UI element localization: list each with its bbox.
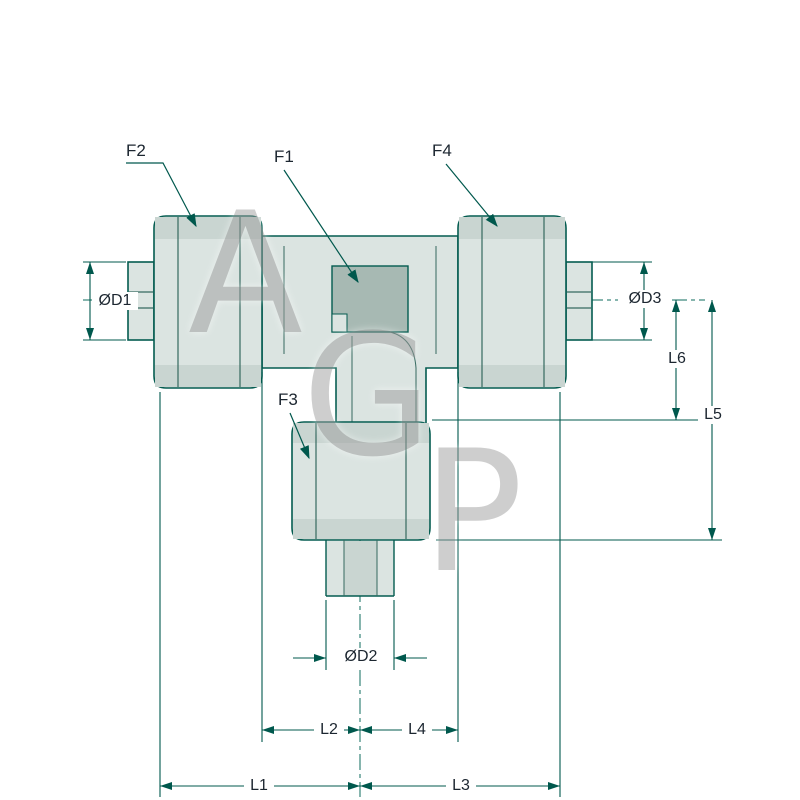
left-port-nut	[127, 215, 263, 389]
dim-od1	[83, 261, 126, 341]
dim-l1-l3	[159, 392, 561, 797]
label-l6: L6	[662, 350, 692, 368]
leader-lines	[126, 162, 498, 460]
tube-stub	[325, 540, 395, 597]
label-f4: F4	[432, 141, 452, 160]
label-f1: F1	[274, 147, 294, 166]
right-port-nut	[457, 215, 593, 389]
label-l5: L5	[698, 406, 728, 424]
label-l1: L1	[244, 777, 274, 795]
label-d2: ØD2	[333, 648, 389, 666]
label-d3: ØD3	[618, 290, 672, 308]
label-d1: ØD1	[92, 292, 138, 310]
label-l4: L4	[402, 721, 432, 739]
label-l3: L3	[446, 777, 476, 795]
dim-od2	[293, 600, 427, 670]
tee-body	[261, 235, 459, 425]
bottom-port-nut	[291, 421, 431, 541]
label-f3: F3	[278, 390, 298, 409]
label-l2: L2	[314, 721, 344, 739]
label-f2: F2	[126, 141, 146, 160]
